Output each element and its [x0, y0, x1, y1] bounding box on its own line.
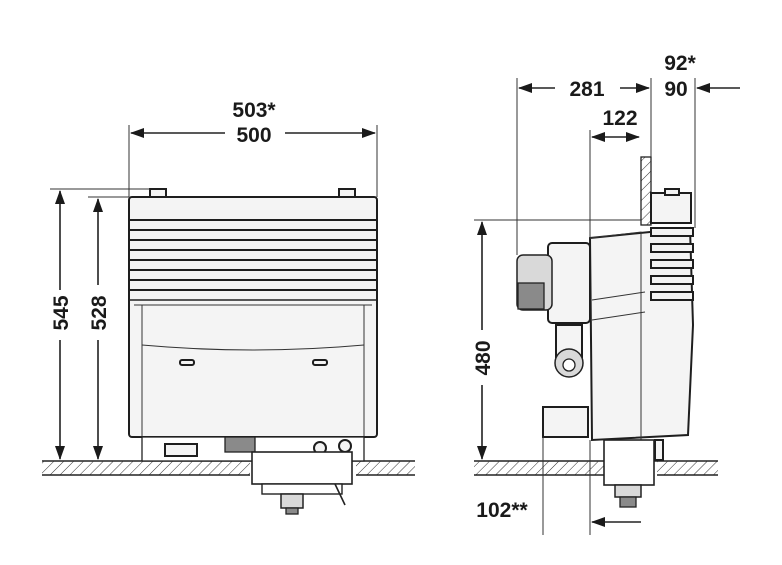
side-depth-dimension: 281 [516, 78, 652, 255]
side-depth-label: 281 [569, 78, 604, 101]
side-top-label: 90 [664, 78, 687, 101]
front-top-clip-right [338, 188, 356, 198]
front-grille [128, 219, 378, 306]
side-floor [474, 460, 718, 476]
front-top-clip-left [149, 188, 167, 198]
side-grille [650, 188, 694, 301]
front-width-star-label: 503* [232, 99, 276, 122]
side-top-star-label: 92* [664, 52, 696, 75]
side-view: 281 122 92* 90 480 102** [472, 52, 740, 535]
front-housing [128, 196, 378, 438]
front-height-inner-label: 528 [88, 295, 111, 330]
side-burner-assembly [516, 242, 591, 378]
front-height-outer-label: 545 [50, 295, 73, 330]
front-width-label: 500 [236, 124, 271, 147]
side-height-label: 480 [472, 340, 495, 375]
front-base-mechanics [141, 436, 365, 515]
side-top-dimension: 92* 90 [664, 52, 740, 228]
side-height-dimension: 480 [472, 219, 641, 460]
front-floor [42, 460, 415, 476]
side-wall [640, 156, 652, 226]
front-lower-panel [141, 305, 365, 437]
side-bottom-fittings [542, 406, 664, 508]
side-bottom-label: 102** [476, 499, 528, 522]
side-wall-offset-dimension: 122 [589, 107, 640, 238]
front-view: 503* 500 545 528 [42, 99, 415, 515]
side-wall-offset-label: 122 [602, 107, 637, 130]
front-height-dimensions: 545 528 [50, 188, 150, 460]
side-bottom-dimension: 102** [476, 437, 641, 535]
front-width-dimension: 503* 500 [128, 99, 378, 197]
